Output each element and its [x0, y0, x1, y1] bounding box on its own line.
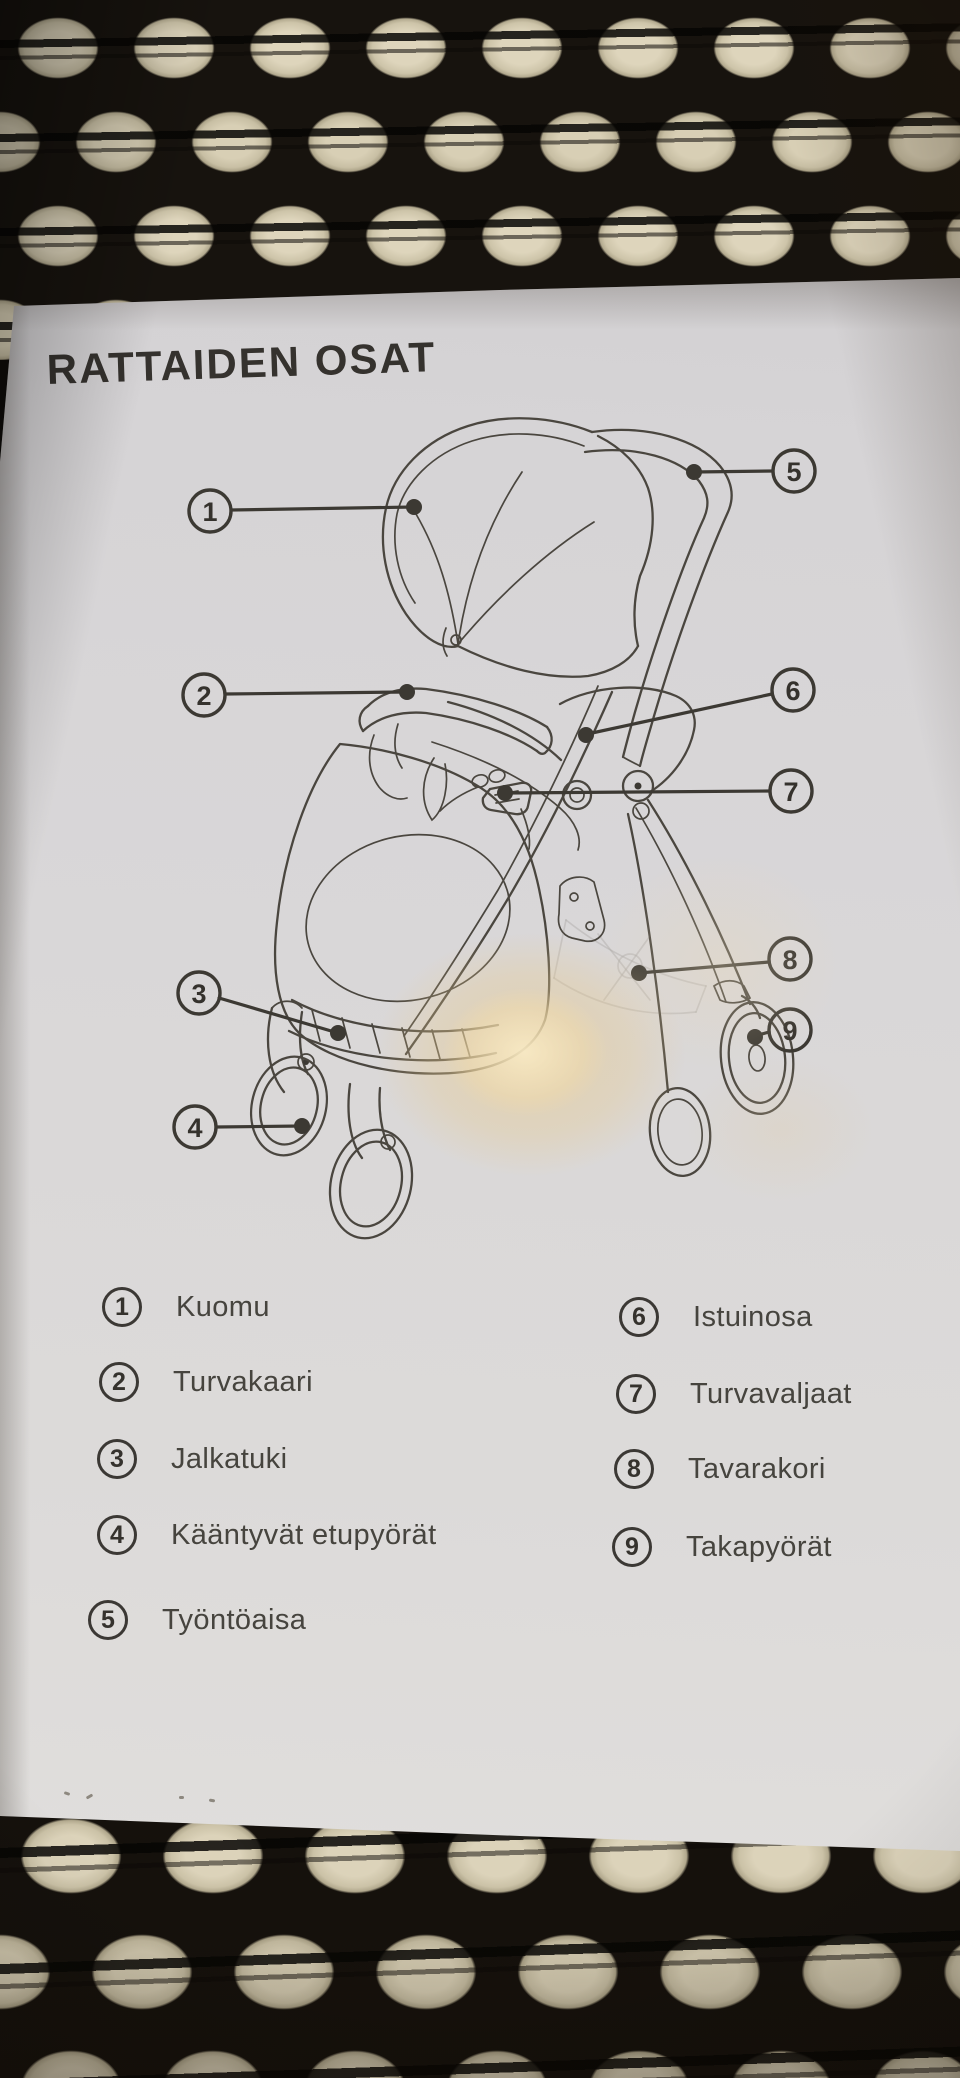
legend-label-7: Turvavaljaat	[690, 1377, 852, 1410]
legend-item-7: 7 Turvavaljaat	[616, 1374, 852, 1414]
legend-number-3: 3	[97, 1439, 137, 1479]
legend-item-8: 8 Tavarakori	[614, 1449, 826, 1489]
legend-item-2: 2 Turvakaari	[99, 1362, 313, 1402]
legend-item-6: 6 Istuinosa	[619, 1297, 813, 1337]
callout-2: 2	[181, 672, 415, 718]
front-wheel-right	[328, 1082, 414, 1240]
legend-label-9: Takapyörät	[686, 1530, 832, 1563]
rear-wheel-left	[648, 1086, 712, 1178]
footrest-band	[287, 998, 500, 1062]
callout-4: 4	[172, 1104, 310, 1150]
storage-basket	[553, 919, 707, 1015]
legend-label-3: Jalkatuki	[171, 1442, 288, 1475]
rug-fabric-top	[0, 0, 960, 360]
canopy	[381, 417, 654, 678]
legend-number-6: 6	[619, 1297, 659, 1337]
legend-number-5: 5	[88, 1600, 128, 1640]
legend-number-2: 2	[99, 1362, 139, 1402]
legend-number-1: 1	[102, 1287, 142, 1327]
paper-speck	[179, 1796, 184, 1799]
harness-buckle	[439, 768, 533, 850]
legend-item-5: 5 Työntöaisa	[88, 1600, 306, 1640]
legend-label-6: Istuinosa	[693, 1300, 813, 1333]
legend-number-9: 9	[612, 1527, 652, 1567]
callout-number: 4	[187, 1113, 202, 1143]
legend-item-1: 1 Kuomu	[102, 1287, 270, 1327]
callout-number: 3	[191, 979, 206, 1009]
legend-item-9: 9 Takapyörät	[612, 1527, 832, 1567]
legend-label-4: Kääntyvät etupyörät	[171, 1518, 437, 1551]
legend-number-8: 8	[614, 1449, 654, 1489]
callout-number: 6	[785, 676, 800, 706]
callout-number: 2	[196, 681, 211, 711]
bumper-bar	[358, 687, 553, 800]
callout-8: 8	[631, 936, 813, 982]
callout-number: 8	[782, 945, 797, 975]
callout-1: 1	[187, 488, 422, 534]
callout-number: 9	[782, 1016, 797, 1046]
callout-number: 5	[786, 457, 801, 487]
callout-number: 7	[783, 777, 798, 807]
callout-6: 6	[578, 667, 816, 743]
legend-label-8: Tavarakori	[688, 1452, 826, 1485]
callout-7: 7	[497, 768, 814, 814]
legend-number-4: 4	[97, 1515, 137, 1555]
callout-3: 3	[176, 970, 346, 1041]
push-handle	[583, 428, 733, 768]
legend-label-2: Turvakaari	[173, 1365, 313, 1398]
callout-number: 1	[202, 497, 217, 527]
front-wheel-left	[249, 1000, 329, 1157]
legend-label-5: Työntöaisa	[162, 1603, 307, 1636]
legend-item-4: 4 Kääntyvät etupyörät	[97, 1515, 437, 1555]
callout-9: 9	[747, 1007, 813, 1053]
legend-label-1: Kuomu	[176, 1290, 270, 1323]
seat	[422, 686, 696, 851]
legend-number-7: 7	[616, 1374, 656, 1414]
legend-item-3: 3 Jalkatuki	[97, 1439, 287, 1479]
callout-5: 5	[686, 448, 817, 494]
